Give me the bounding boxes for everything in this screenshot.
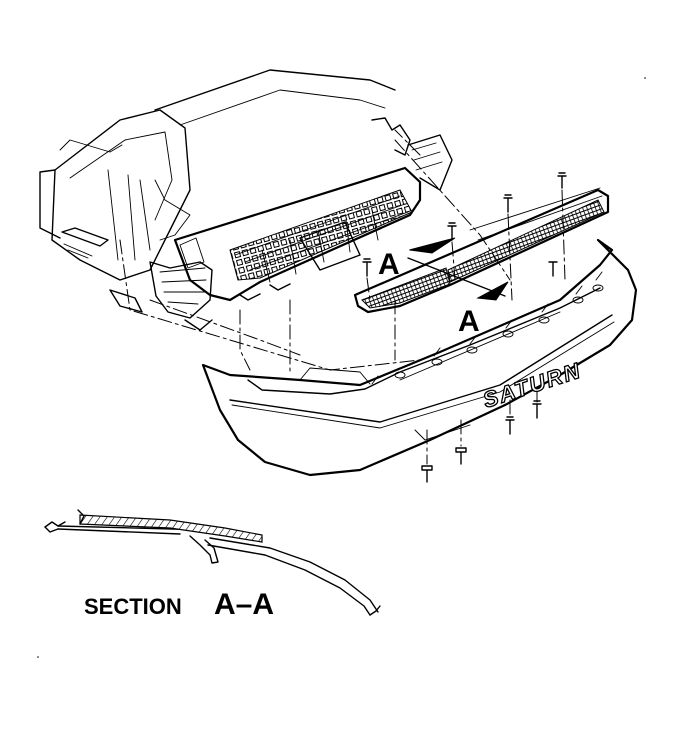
print-speck [37,656,39,658]
upper-grille-strip [353,187,610,314]
vehicle-rear-body [39,69,453,331]
bumper-fascia [201,238,638,477]
section-letters: A–A [214,588,274,621]
brand-emblem: SATURN [480,357,585,412]
fascia-clips [371,271,604,385]
section-marker-lower: A [458,305,480,338]
section-detail-drawing [44,509,381,616]
energy-absorber [173,166,422,302]
alignment-lines [119,129,566,465]
section-marker-upper: A [378,248,400,281]
fasteners-upper [362,172,567,435]
print-speck [644,77,646,79]
section-title: SECTION [84,594,182,619]
fasteners-lower [421,447,467,483]
section-cut-indicator [407,237,509,301]
